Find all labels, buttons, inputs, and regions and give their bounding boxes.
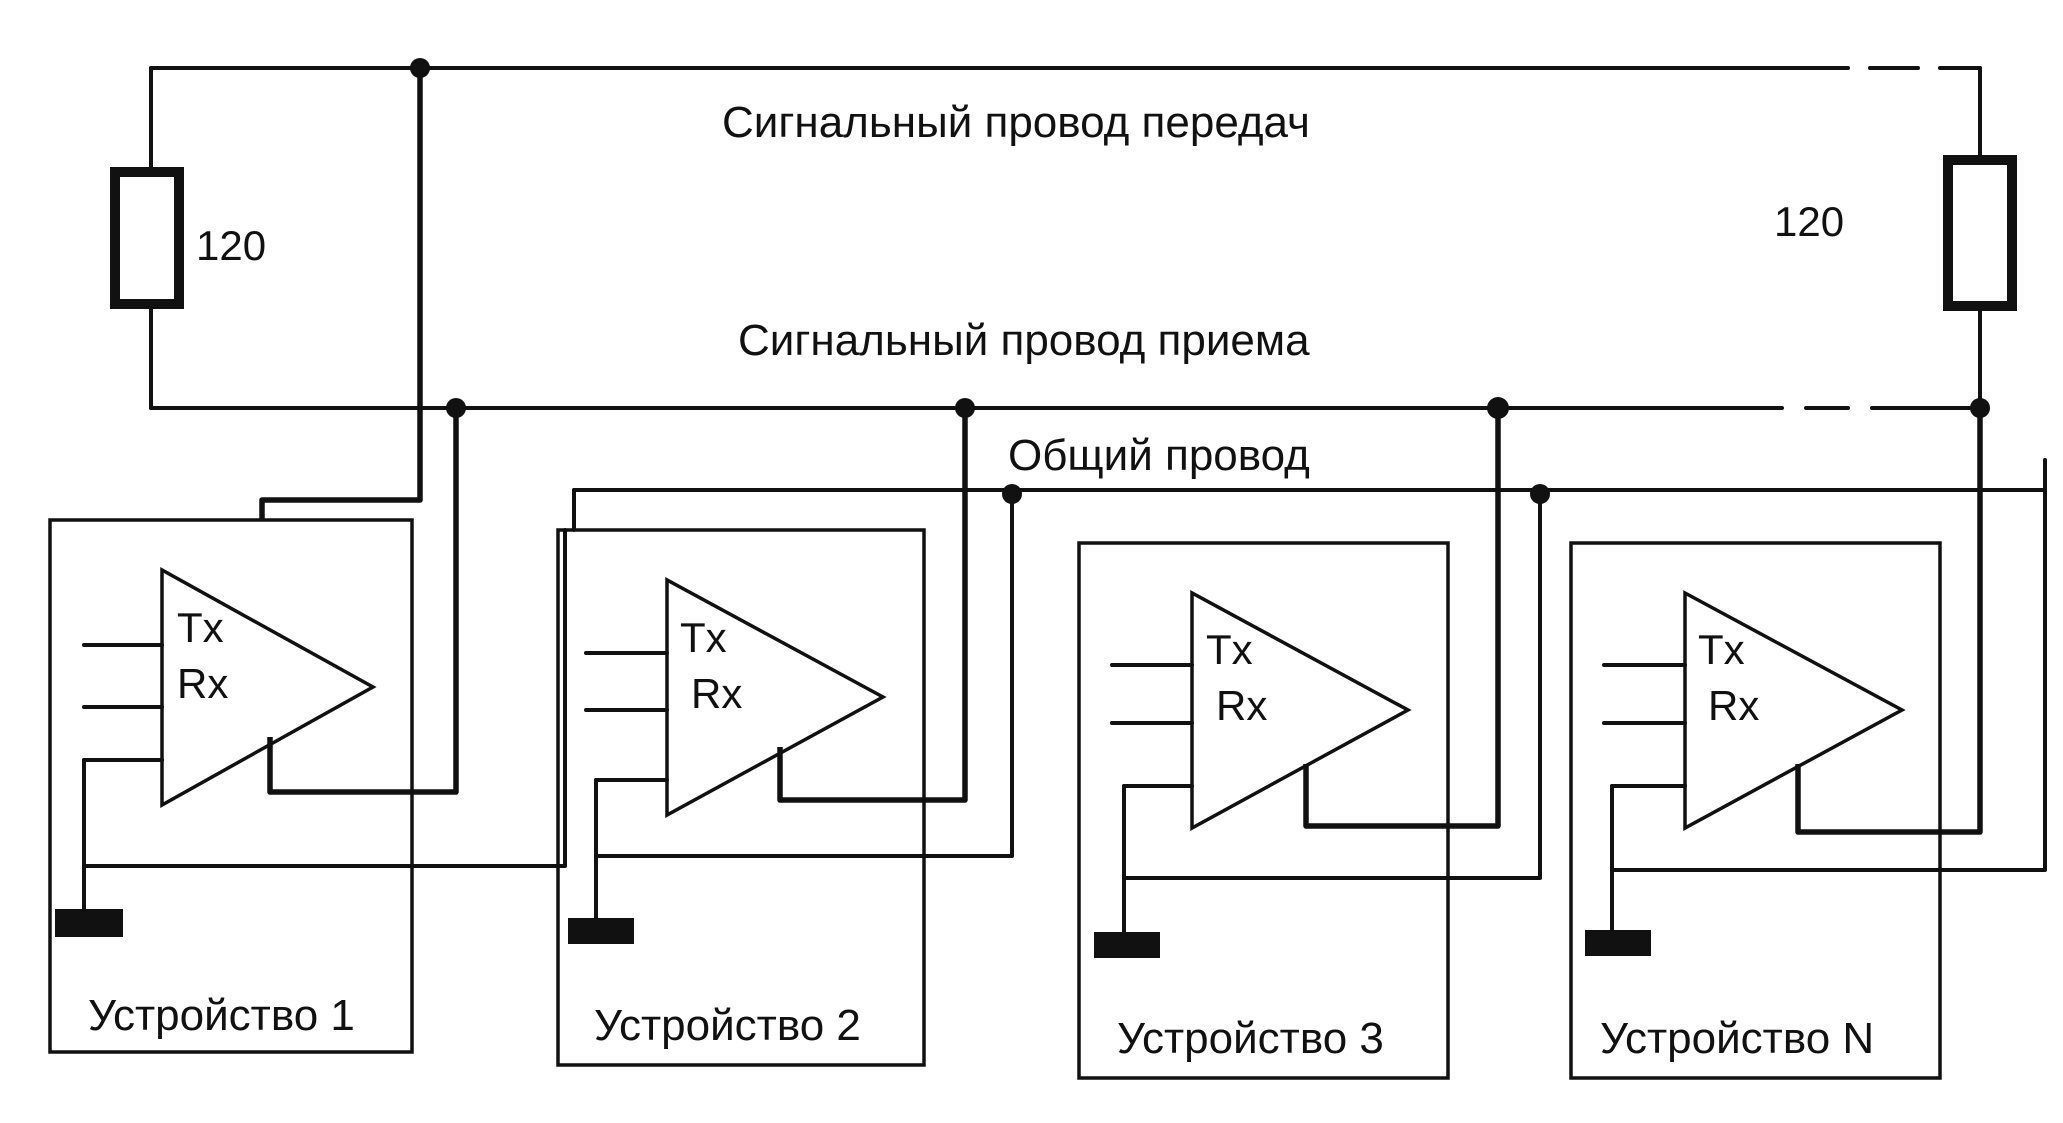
device-label: Устройство 3 bbox=[1117, 1014, 1384, 1063]
right-resistor-value: 120 bbox=[1774, 198, 1844, 245]
rx-wire-label: Сигнальный провод приема bbox=[738, 316, 1310, 365]
rx-label: Rx bbox=[1216, 682, 1267, 729]
common-wire-label: Общий провод bbox=[1008, 431, 1310, 480]
device-box bbox=[1569, 541, 1942, 1080]
tx-label: Tx bbox=[1698, 626, 1745, 673]
junction-dot bbox=[410, 58, 430, 78]
right-terminator bbox=[1943, 155, 2017, 311]
junction-dot bbox=[446, 398, 466, 418]
rx-label: Rx bbox=[177, 660, 228, 707]
rx-label: Rx bbox=[691, 670, 742, 717]
device-2: Tx Rx Устройство 2 bbox=[556, 408, 1014, 1067]
right-resistor-icon bbox=[1943, 155, 2017, 311]
device-label: Устройство 2 bbox=[594, 1001, 861, 1050]
left-resistor-value: 120 bbox=[196, 222, 266, 269]
transceiver-icon bbox=[1683, 590, 1906, 831]
device-label: Устройство N bbox=[1600, 1014, 1874, 1063]
transceiver-icon bbox=[665, 577, 887, 818]
junction-dot bbox=[955, 398, 975, 418]
device-3: Tx Rx Устройство 3 bbox=[1077, 408, 1542, 1080]
left-terminator bbox=[110, 66, 184, 410]
tx-wire-label: Сигнальный провод передач bbox=[722, 98, 1310, 147]
tx-label: Tx bbox=[680, 614, 727, 661]
junctions bbox=[410, 58, 1990, 504]
ground-icon bbox=[55, 909, 123, 937]
rx-label: Rx bbox=[1708, 682, 1759, 729]
device-label: Устройство 1 bbox=[88, 991, 355, 1040]
left-resistor-icon bbox=[110, 167, 184, 309]
junction-dot bbox=[1530, 484, 1550, 504]
tx-label: Tx bbox=[177, 604, 224, 651]
device-n: Tx Rx Устройство N bbox=[1569, 408, 2047, 1080]
ground-icon bbox=[1094, 932, 1160, 958]
device-box bbox=[48, 518, 414, 1054]
device-1: Tx Rx Устройство 1 bbox=[48, 68, 567, 1054]
junction-dot bbox=[1002, 484, 1022, 504]
ground-icon bbox=[1585, 930, 1651, 956]
junction-dot bbox=[1970, 398, 1990, 418]
tx-label: Tx bbox=[1206, 626, 1253, 673]
transceiver-icon bbox=[1190, 590, 1412, 831]
junction-dot bbox=[1487, 397, 1509, 419]
rx-wire bbox=[149, 304, 1982, 410]
device-box bbox=[1077, 541, 1450, 1080]
ground-icon bbox=[568, 918, 634, 944]
